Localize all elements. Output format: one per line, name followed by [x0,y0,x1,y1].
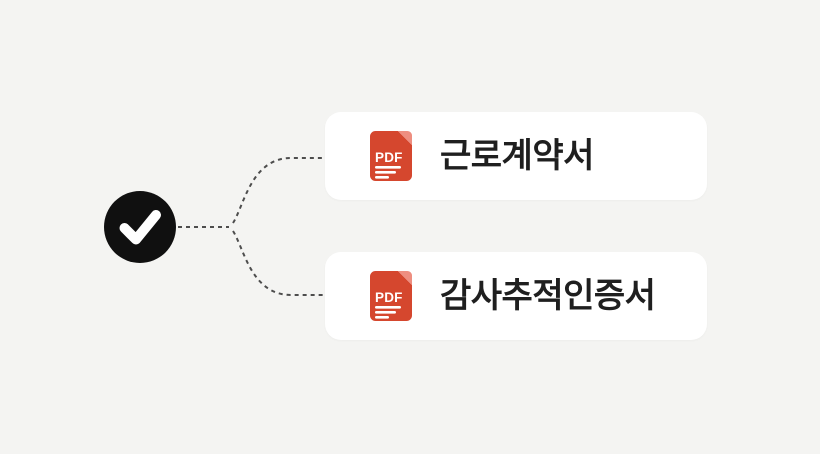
pdf-doc-fold [398,271,412,285]
document-label: 감사추적인증서 [440,277,656,315]
document-label: 근로계약서 [440,137,594,175]
pdf-text-line [375,306,401,309]
pdf-file-icon: PDF [370,271,412,321]
pdf-text-line [375,176,389,179]
document-card-audit-trail-certificate[interactable]: PDF 감사추적인증서 [325,252,707,340]
pdf-doc-fold [398,131,412,145]
pdf-text-line [375,171,396,174]
checkmark-icon [104,191,176,263]
pdf-text-line [375,311,396,314]
pdf-file-icon: PDF [370,131,412,181]
pdf-type-label: PDF [375,150,403,165]
document-card-employment-contract[interactable]: PDF 근로계약서 [325,112,707,200]
pdf-type-label: PDF [375,290,403,305]
connector-branch-top [232,157,326,224]
pdf-text-line [375,316,389,319]
check-node [104,191,176,263]
check-glyph [119,210,161,245]
connector-branch-bottom [232,230,326,296]
pdf-text-line [375,166,401,169]
